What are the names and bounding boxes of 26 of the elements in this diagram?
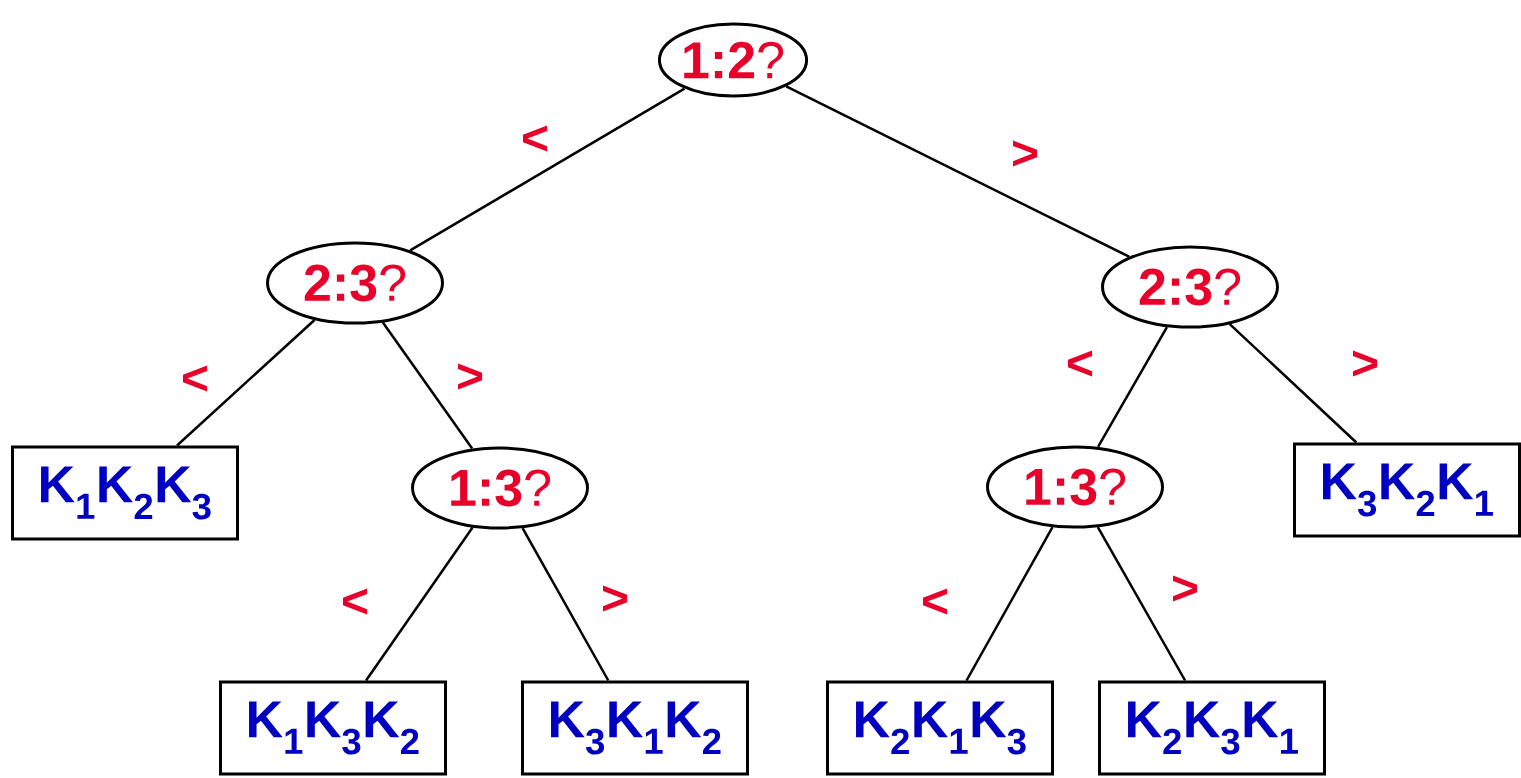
edge-label: < bbox=[1065, 349, 1095, 381]
result-box: K$_{3}$K$_{2}$K$_{1}$ bbox=[1293, 442, 1521, 538]
result-box: K$_{2}$K$_{1}$K$_{3}$ bbox=[826, 680, 1054, 776]
result-box: K$_{1}$K$_{2}$K$_{3}$ bbox=[11, 445, 239, 541]
edge-label: > bbox=[1170, 574, 1200, 606]
connector-line bbox=[1228, 323, 1358, 444]
connector-line bbox=[1096, 526, 1187, 682]
connector-line bbox=[176, 319, 316, 447]
edge-label: < bbox=[520, 124, 551, 156]
edge-label: > bbox=[1350, 349, 1380, 381]
connector-line bbox=[521, 527, 610, 682]
connector-line bbox=[381, 321, 474, 450]
connector-line bbox=[409, 87, 686, 252]
connector-line bbox=[785, 85, 1130, 258]
connector-line bbox=[965, 526, 1054, 682]
edge-label: > bbox=[455, 362, 486, 394]
result-box: K$_{2}$K$_{3}$K$_{1}$ bbox=[1098, 680, 1326, 776]
edge-label: > bbox=[600, 584, 631, 616]
edge-label: < bbox=[920, 587, 951, 619]
result-box: K$_{1}$K$_{3}$K$_{2}$ bbox=[219, 680, 447, 776]
edge-label: > bbox=[1010, 139, 1040, 171]
edge-label: < bbox=[340, 587, 370, 619]
edge-label: < bbox=[180, 364, 211, 396]
result-box: K$_{3}$K$_{1}$K$_{2}$ bbox=[521, 680, 749, 776]
connector-line bbox=[1096, 326, 1169, 448]
connector-line bbox=[365, 526, 474, 682]
